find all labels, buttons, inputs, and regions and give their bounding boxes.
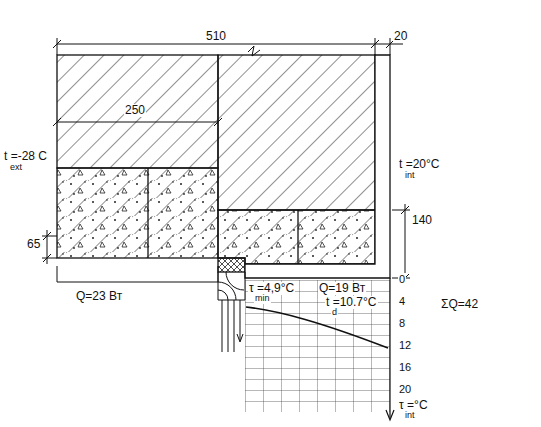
subscript: int (404, 411, 416, 421)
temperature-label: t =20°C (398, 158, 441, 171)
axis-tick: 4 (398, 295, 406, 307)
dimension-lines (42, 38, 410, 284)
subscript: int (404, 171, 416, 181)
axis-tick: 8 (398, 317, 406, 329)
subscript: min (254, 294, 271, 304)
heat-flow-label: Q=23 Вт (75, 290, 123, 303)
dimension: 140 (411, 214, 433, 227)
dimension: 65 (26, 238, 41, 251)
heat-flow-label: Q=19 Вт (318, 282, 366, 295)
dimension: 250 (124, 104, 146, 117)
window-frame (218, 272, 245, 352)
subscript: ext (9, 163, 23, 173)
subscript: d (331, 308, 338, 318)
axis-tick: 12 (398, 339, 412, 351)
dimension: 510 (205, 30, 227, 43)
heat-flow-total: ΣQ=42 (440, 298, 479, 311)
axis-tick: 16 (398, 361, 412, 373)
temperature-graph (245, 278, 394, 420)
wall (57, 46, 390, 278)
axis-tick: 20 (398, 383, 412, 395)
temperature-label: t =-28 C (3, 150, 48, 163)
dimension: 20 (393, 30, 408, 43)
axis-tick: 0 (398, 273, 406, 285)
